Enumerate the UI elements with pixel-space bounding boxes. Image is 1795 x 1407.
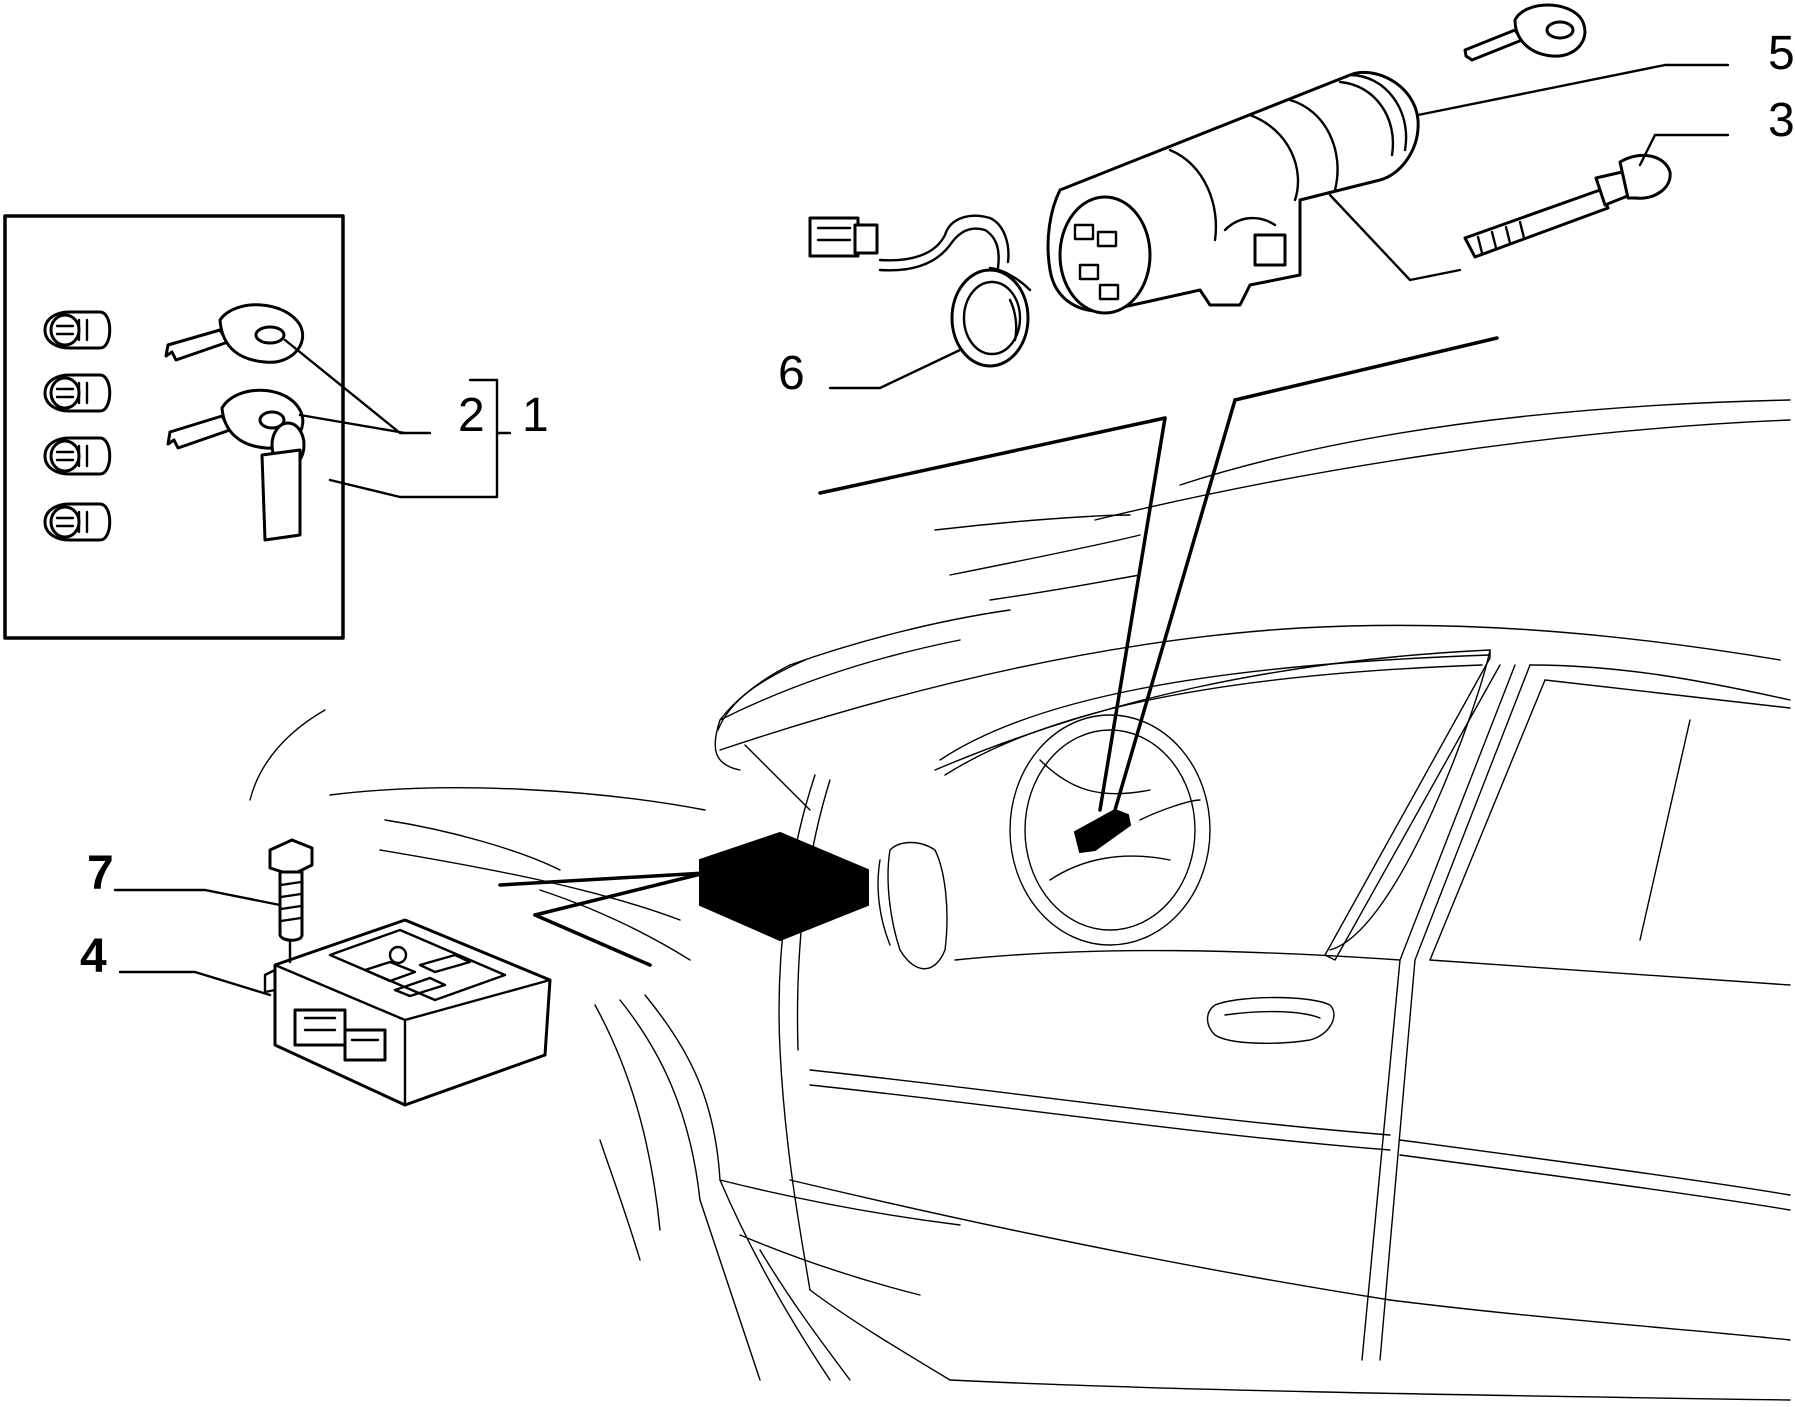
lock-cylinder-icon	[43, 310, 112, 542]
callout-7: 7	[87, 847, 114, 900]
callout-brackets	[398, 378, 512, 499]
callout-1: 1	[522, 389, 549, 442]
ignition-switch-icon	[1046, 70, 1420, 315]
callout-4: 4	[80, 930, 107, 983]
bolt-icon	[1463, 153, 1672, 259]
callout-6: 6	[778, 347, 805, 400]
ignition-key-icon	[1463, 3, 1587, 62]
leader-lines	[498, 336, 1499, 967]
callout-leaders-bottom	[113, 888, 292, 997]
bolt-icon	[268, 838, 314, 942]
ignition-key-icon	[166, 388, 306, 542]
callout-3: 3	[1768, 94, 1795, 147]
ignition-key-icon	[164, 303, 304, 364]
callout-5: 5	[1768, 27, 1795, 80]
callout-2: 2	[458, 389, 485, 442]
ignition-switch-icon	[1073, 808, 1132, 854]
antenna-ring-icon	[808, 214, 1032, 368]
callout-leaders-top	[828, 63, 1730, 390]
car-outline-icon	[249, 399, 1791, 1401]
control-unit-icon	[699, 831, 869, 942]
key-set-box	[3, 214, 407, 640]
control-unit-icon	[263, 918, 552, 1107]
